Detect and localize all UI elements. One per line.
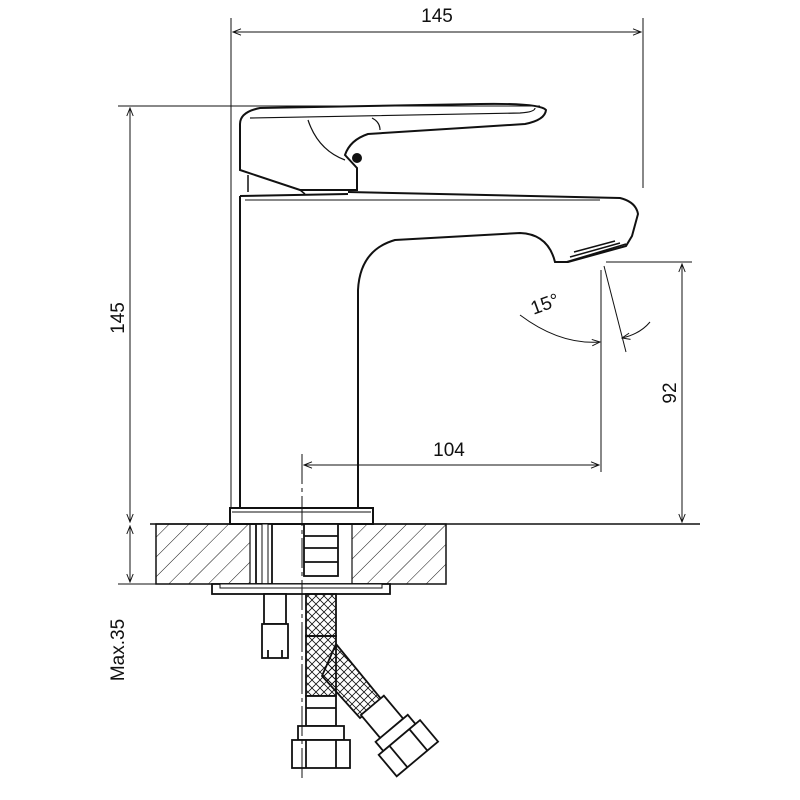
height-label: 145 (108, 302, 129, 334)
mounting-parts (211, 523, 391, 659)
faucet-body (229, 191, 640, 525)
dimension-angle: 15° (519, 265, 651, 353)
reach-label: 104 (433, 440, 465, 461)
dimension-deck-thickness: Max.35 (108, 526, 212, 681)
dimension-width: 145 (230, 6, 644, 508)
dimension-height: 145 (108, 105, 540, 522)
dimension-spout-height: 92 (606, 261, 692, 522)
dimension-reach: 104 (301, 270, 602, 780)
supply-hoses (291, 593, 440, 778)
countertop-section (150, 523, 700, 585)
angle-label: 15° (528, 290, 562, 320)
spout-height-label: 92 (660, 382, 681, 403)
width-label: 145 (421, 6, 453, 27)
lever-handle (239, 102, 548, 195)
deck-thickness-label: Max.35 (108, 619, 129, 681)
